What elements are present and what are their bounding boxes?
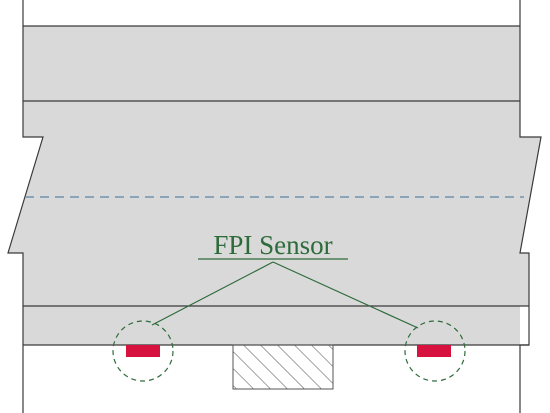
sensor-left-circle xyxy=(112,320,174,382)
sensor-left xyxy=(126,345,160,357)
callout-leaders xyxy=(151,261,419,329)
support-block xyxy=(232,344,334,390)
lower-beam-layer xyxy=(23,306,520,345)
middle-slanted-segment xyxy=(8,101,541,306)
sensor-right-circle xyxy=(404,320,466,382)
sensor-label: FPI Sensor xyxy=(213,230,332,260)
upper-beam-segment xyxy=(23,26,520,101)
sensor-right xyxy=(417,345,451,357)
